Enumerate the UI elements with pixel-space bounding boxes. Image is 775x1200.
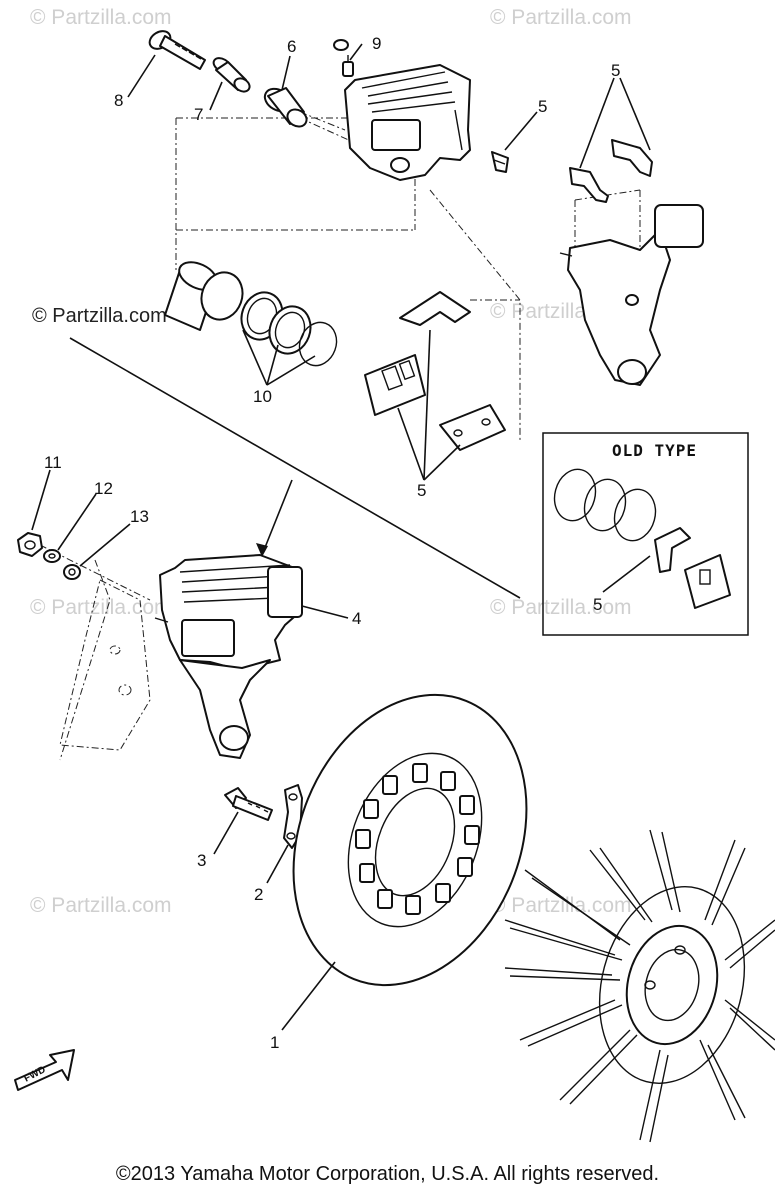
mounting-bolt-and-lock-plate	[213, 784, 303, 884]
callout-5: 5	[538, 97, 547, 116]
callout-2: 2	[254, 885, 263, 904]
callout-11: 11	[44, 453, 62, 472]
caliper-assembly	[154, 554, 349, 759]
assembly-arrow	[69, 337, 521, 599]
bleed-screw-and-cap	[333, 39, 354, 77]
callout-13: 13	[130, 507, 149, 526]
callout-5: 5	[593, 595, 602, 614]
fork-leg-outline	[59, 579, 151, 751]
watermark-text: © Partzilla.com	[490, 6, 632, 29]
forward-arrow-icon: FWD	[14, 1049, 75, 1091]
nut-and-washers	[17, 469, 131, 580]
brake-disc	[281, 693, 528, 1031]
rubber-bushing	[263, 87, 308, 128]
callout-10: 10	[253, 387, 272, 406]
callout-6: 6	[287, 37, 296, 56]
wheel-spokes	[504, 829, 775, 1143]
callout-3: 3	[197, 851, 206, 870]
callout-4: 4	[352, 609, 361, 628]
callout-1: 1	[270, 1033, 279, 1052]
sleeve-pin	[212, 57, 251, 93]
pad-pin-screw	[491, 151, 509, 173]
piston-and-seals	[164, 261, 338, 367]
watermark-text: © Partzilla.com	[32, 305, 167, 327]
upper-caliper-body	[344, 64, 471, 181]
callout-labels: 8 7 6 9 5 5 10 5 5 11 12 13 4 3 2 1	[44, 34, 620, 1052]
copyright-notice: ©2013 Yamaha Motor Corporation, U.S.A. A…	[115, 1163, 660, 1185]
old-type-title: OLD TYPE	[612, 441, 697, 460]
watermark-text: © Partzilla.com	[490, 894, 632, 917]
caliper-bracket-upper	[559, 204, 704, 386]
callout-5: 5	[611, 61, 620, 80]
assembly-guide-lines	[39, 111, 641, 761]
callout-8: 8	[114, 91, 123, 110]
leader-lines-upper	[127, 43, 651, 481]
old-type-panel: OLD TYPE	[542, 432, 749, 636]
callout-9: 9	[372, 34, 381, 53]
callout-5: 5	[417, 481, 426, 500]
callout-7: 7	[194, 105, 203, 124]
caliper-bolt	[148, 30, 206, 70]
watermarks: © Partzilla.com © Partzilla.com © Partzi…	[30, 6, 632, 917]
watermark-text: © Partzilla.com	[30, 596, 172, 619]
pad-springs-top	[569, 139, 653, 203]
watermark-text: © Partzilla.com	[490, 596, 632, 619]
watermark-text: © Partzilla.com	[30, 894, 172, 917]
callout-12: 12	[94, 479, 113, 498]
brake-pads	[364, 291, 506, 451]
watermark-text: © Partzilla.com	[30, 6, 172, 29]
